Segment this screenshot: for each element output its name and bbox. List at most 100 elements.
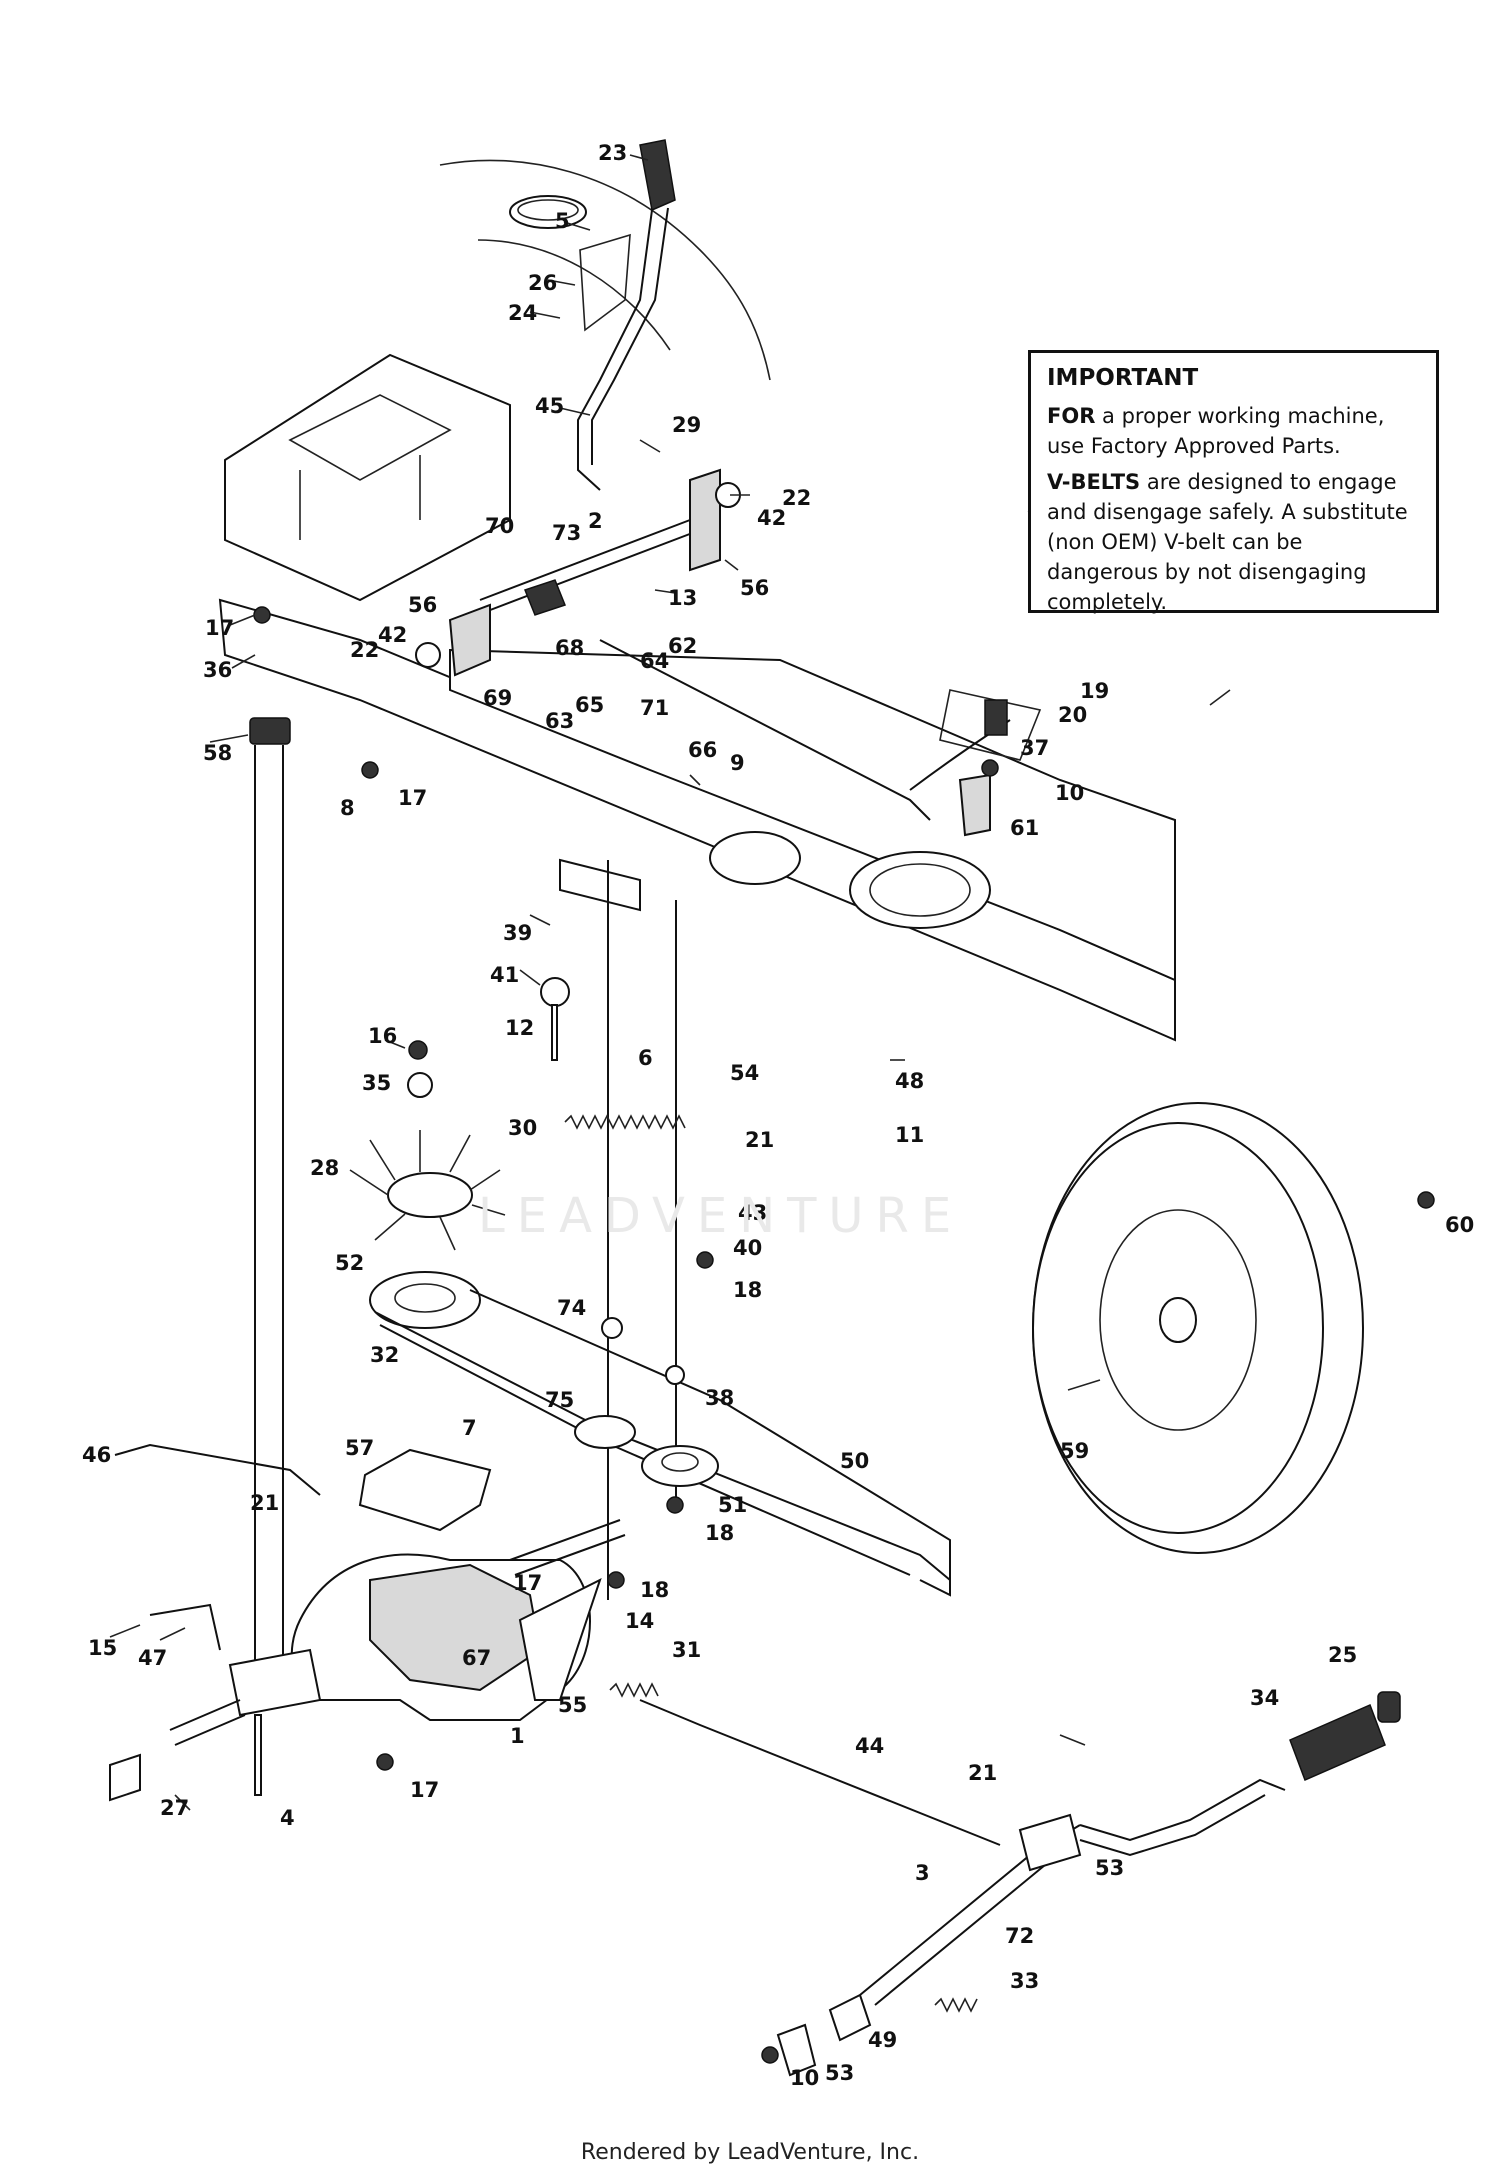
callout-46: 46 <box>82 1443 111 1467</box>
callout-19: 19 <box>1080 679 1109 703</box>
belt-50-top <box>374 1311 951 1581</box>
fender-outline <box>439 159 771 381</box>
pivot-shaft <box>479 519 691 601</box>
nut-10b <box>761 2046 779 2064</box>
nut-18a <box>696 1251 714 1269</box>
callout-1: 1 <box>510 1724 525 1748</box>
shift-knob <box>639 139 676 212</box>
callout-55: 55 <box>558 1693 587 1717</box>
shift-bracket <box>579 233 631 332</box>
callout-33: 33 <box>1010 1969 1039 1993</box>
pivot-bracket-left <box>448 603 491 677</box>
callout-57: 57 <box>345 1436 374 1460</box>
callout-72: 72 <box>1005 1924 1034 1948</box>
callout-17a: 17 <box>205 616 234 640</box>
callout-62: 62 <box>668 634 697 658</box>
nut-10a <box>981 759 999 777</box>
fan-28 <box>349 1130 506 1251</box>
callout-17b: 17 <box>398 786 427 810</box>
rod-46 <box>114 1443 321 1496</box>
callout-21a: 21 <box>745 1128 774 1152</box>
callout-7: 7 <box>462 1416 477 1440</box>
bolt-12 <box>551 1004 558 1061</box>
callout-73: 73 <box>552 521 581 545</box>
pulley-52-inner <box>394 1283 456 1313</box>
callout-25: 25 <box>1328 1643 1357 1667</box>
callout-65: 65 <box>575 693 604 717</box>
callout-9: 9 <box>730 751 745 775</box>
idler-75 <box>574 1415 636 1449</box>
important-paragraph-1: FOR a proper working machine, use Factor… <box>1047 401 1420 461</box>
heat-shield-57 <box>358 1448 492 1532</box>
belt-50-return <box>469 1289 951 1597</box>
callout-35: 35 <box>362 1071 391 1095</box>
watermark: LEADVENTURE <box>478 1188 964 1244</box>
seat-mount-ring <box>509 195 587 229</box>
callout-30: 30 <box>508 1116 537 1140</box>
callout-58: 58 <box>203 741 232 765</box>
callout-29: 29 <box>672 413 701 437</box>
important-title: IMPORTANT <box>1047 365 1199 391</box>
nut-18c <box>607 1571 625 1589</box>
callout-69: 69 <box>483 686 512 710</box>
important-p2-bold: V-BELTS <box>1047 470 1141 494</box>
callout-49: 49 <box>868 2028 897 2052</box>
callout-4: 4 <box>280 1806 295 1830</box>
rod-66 <box>599 639 931 821</box>
rear-wheel-59 <box>1032 1102 1364 1554</box>
spring-31 <box>609 1682 659 1698</box>
callout-2: 2 <box>588 509 603 533</box>
callout-20: 20 <box>1058 703 1087 727</box>
pedal-grip-34 <box>1289 1703 1386 1782</box>
bracket-61 <box>958 773 991 837</box>
pulley-52 <box>369 1271 481 1329</box>
callout-21c: 21 <box>968 1761 997 1785</box>
pivot-shaft-edge <box>484 531 696 613</box>
callout-71: 71 <box>640 696 669 720</box>
callout-37: 37 <box>1020 736 1049 760</box>
callout-54: 54 <box>730 1061 759 1085</box>
pedal-shaft-edge <box>874 1864 1046 2006</box>
washer-41 <box>540 977 570 1007</box>
shift-lever-edge <box>591 207 669 465</box>
callout-51: 51 <box>718 1493 747 1517</box>
callout-27: 27 <box>160 1796 189 1820</box>
pedal-arm-edge <box>1079 1794 1266 1857</box>
callout-12: 12 <box>505 1016 534 1040</box>
callout-75: 75 <box>545 1388 574 1412</box>
callout-34: 34 <box>1250 1686 1279 1710</box>
callout-28: 28 <box>310 1156 339 1180</box>
pulley-51-inner <box>661 1452 699 1472</box>
callout-24: 24 <box>508 301 537 325</box>
nut-18b <box>666 1496 684 1514</box>
callout-22a: 22 <box>782 486 811 510</box>
important-notice: IMPORTANT FOR a proper working machine, … <box>1028 350 1439 614</box>
callout-10a: 10 <box>1055 781 1084 805</box>
callout-60: 60 <box>1445 1213 1474 1237</box>
callout-43: 43 <box>738 1201 767 1225</box>
pivot-bracket-right <box>689 468 721 572</box>
callout-38: 38 <box>705 1386 734 1410</box>
callout-18c: 18 <box>640 1578 669 1602</box>
callout-53a: 53 <box>1095 1856 1124 1880</box>
callout-17d: 17 <box>410 1778 439 1802</box>
shift-lever <box>577 209 653 491</box>
rod-47 <box>149 1603 221 1651</box>
seat-mount-ring-inner <box>517 199 579 221</box>
callout-66: 66 <box>688 738 717 762</box>
callout-26: 26 <box>528 271 557 295</box>
spring-33 <box>934 1997 978 2013</box>
footer-credit: Rendered by LeadVenture, Inc. <box>580 2140 920 2165</box>
callout-74: 74 <box>557 1296 586 1320</box>
callout-40: 40 <box>733 1236 762 1260</box>
important-paragraph-2: V-BELTS are designed to engage and disen… <box>1047 467 1420 617</box>
spacer-38 <box>665 1365 685 1385</box>
pedal-cap-25 <box>1377 1691 1401 1723</box>
callout-52: 52 <box>335 1251 364 1275</box>
callout-44: 44 <box>855 1734 884 1758</box>
important-p2-text: are designed to engage and disengage saf… <box>1047 470 1408 614</box>
callout-10b: 10 <box>790 2066 819 2090</box>
cable-44 <box>639 1699 1001 1846</box>
callout-31: 31 <box>672 1638 701 1662</box>
nut-17d <box>376 1753 394 1771</box>
